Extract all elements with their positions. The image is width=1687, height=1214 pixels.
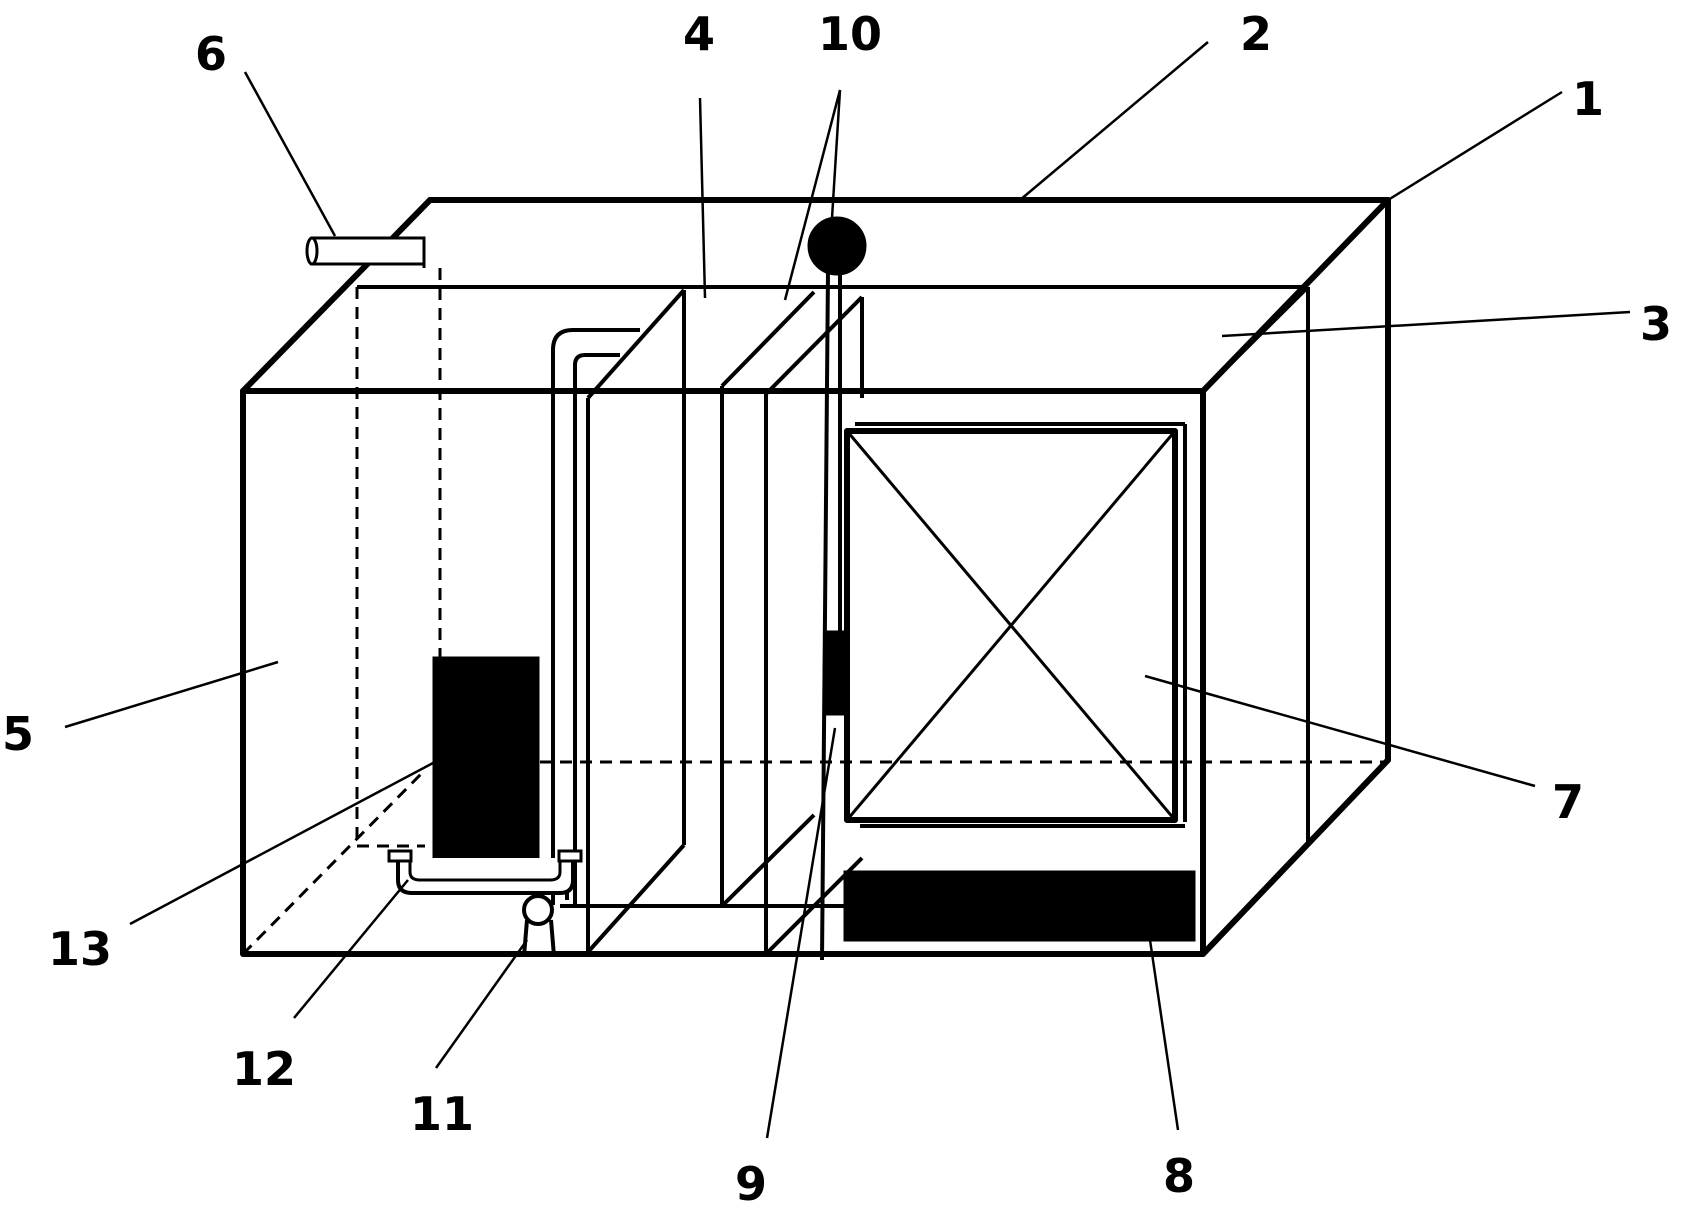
partition-2-top-diagonal (720, 290, 816, 388)
hidden-edges (241, 268, 1388, 956)
leader-7 (1144, 674, 1536, 788)
label-3: 3 (1640, 297, 1672, 351)
partition-1-bottom-diagonal (586, 843, 686, 954)
label-13: 13 (48, 922, 112, 976)
level-sensor (823, 630, 847, 716)
inlet-pipe (305, 236, 426, 268)
return-pipe (551, 328, 640, 905)
base-pipe-cap-left (387, 849, 413, 863)
valve (522, 894, 556, 957)
leader-8 (1148, 939, 1180, 1131)
base-pipe-loop (396, 858, 575, 895)
leader-lines (64, 41, 1631, 1139)
label-11: 11 (410, 1087, 474, 1141)
water-level (357, 285, 1310, 842)
hidden-left-bottom-diagonal (241, 768, 427, 956)
filter-cross-2 (845, 430, 1177, 821)
leader-9 (765, 727, 837, 1139)
leader-13 (129, 761, 434, 926)
label-9: 9 (735, 1157, 767, 1211)
label-1: 1 (1572, 72, 1604, 126)
label-2: 2 (1240, 7, 1272, 61)
leader-3 (1221, 310, 1631, 338)
leader-5 (64, 660, 279, 729)
inlet-pipe-body (310, 236, 426, 266)
leader-2 (1019, 41, 1209, 201)
base-pipe-inner (408, 858, 562, 882)
label-12: 12 (232, 1042, 296, 1096)
label-10: 10 (818, 7, 882, 61)
pump-block (432, 656, 540, 860)
leader-10b (828, 89, 842, 251)
part-labels: 1 2 3 4 5 6 7 8 9 10 11 12 13 (2, 7, 1672, 1211)
filter-cartridge (844, 422, 1187, 828)
pump-base-pipe (387, 849, 583, 895)
tank-right-bottom-diagonal (1200, 757, 1391, 957)
inlet-pipe-end (305, 236, 319, 266)
leader-6 (243, 71, 337, 237)
label-7: 7 (1552, 775, 1584, 829)
return-pipe-inner (573, 353, 620, 905)
base-pipe-cap-right (557, 849, 583, 863)
leader-1 (1387, 90, 1563, 202)
water-surface-right-diagonal (1201, 285, 1310, 393)
partition-1-top-diagonal (586, 288, 686, 400)
float-sensor (807, 216, 867, 961)
float-rod-1 (820, 269, 830, 961)
float-ball (807, 216, 867, 276)
heater-block (843, 870, 1196, 942)
filter-frame (844, 428, 1178, 823)
partition-3-top-diagonal (764, 295, 864, 396)
valve-stem (522, 919, 556, 957)
label-8: 8 (1163, 1149, 1195, 1203)
return-pipe-outer (551, 328, 640, 905)
leader-11 (434, 939, 529, 1069)
leader-4 (698, 97, 707, 299)
label-5: 5 (2, 707, 34, 761)
label-6: 6 (195, 27, 227, 81)
tank-left-top-diagonal (240, 197, 433, 394)
leader-10a (783, 89, 842, 301)
label-4: 4 (683, 7, 715, 61)
valve-body (522, 894, 554, 926)
leader-12 (293, 879, 409, 1019)
